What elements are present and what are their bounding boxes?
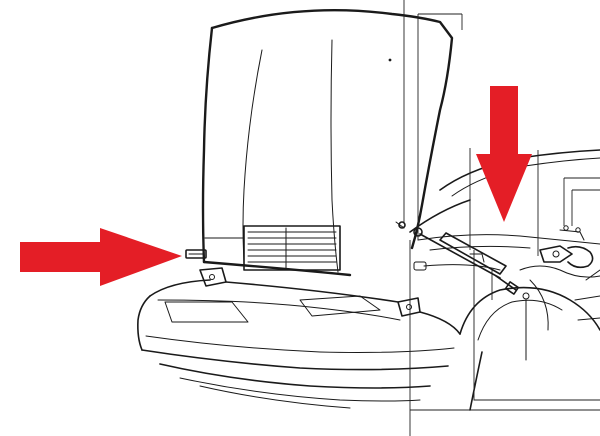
car-front-body [137,149,600,411]
hood-hinge-left [199,267,227,287]
hood-support-rod [395,221,501,271]
arrow-gas-strut [476,86,532,222]
engine-bay [417,225,600,361]
hood-latch-tab [185,249,207,259]
hood-hinge-right [397,297,421,317]
hood-vent-grille [243,225,341,271]
leader-lines [403,0,600,436]
arrow-left-hood-latch [20,228,182,286]
